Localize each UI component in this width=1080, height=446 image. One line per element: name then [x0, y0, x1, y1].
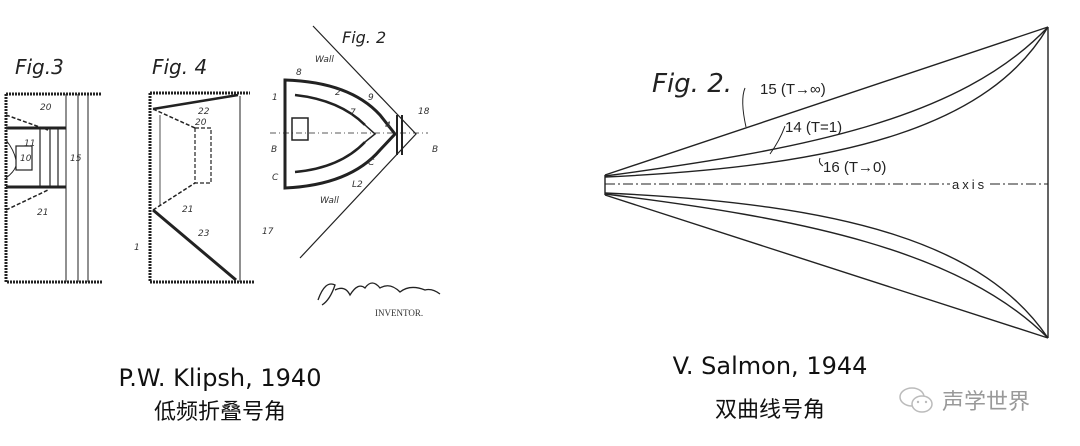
svg-text:23: 23 — [198, 229, 210, 239]
curve-14-lower — [604, 193, 1049, 339]
curve-15-lower — [604, 194, 1049, 339]
svg-text:21: 21 — [182, 205, 193, 215]
curve-15-upper — [604, 26, 1049, 176]
wall-label-top: Wall — [315, 55, 334, 65]
fig3-label: Fig.3 — [15, 55, 64, 79]
wall-label-bottom: Wall — [320, 196, 339, 206]
fig4-label: Fig. 4 — [152, 55, 207, 79]
svg-text:1: 1 — [134, 243, 140, 253]
axis-label: axis — [952, 177, 987, 192]
klipsch-caption-name: P.W. Klipsh, 1940 — [118, 364, 322, 392]
fig4-drawing: Fig. 4 22 20 21 23 17 1 — [134, 55, 274, 284]
salmon-horn-drawing: Fig. 2. 15 (T→∞) 14 (T=1) 16 (T→0) axis — [604, 26, 1049, 339]
svg-text:21: 21 — [37, 208, 48, 218]
watermark-text: 声学世界 — [942, 390, 1031, 415]
curve-16-lower — [604, 192, 1049, 339]
svg-text:17: 17 — [262, 227, 274, 237]
salmon-caption: V. Salmon, 1944 双曲线号角 — [650, 352, 890, 424]
svg-text:1: 1 — [272, 93, 278, 103]
curve-14-label: 14 (T=1) — [785, 119, 842, 136]
svg-text:C: C — [272, 173, 279, 183]
watermark: 声学世界 — [898, 384, 1030, 416]
svg-text:B: B — [432, 145, 438, 155]
curve-14-upper — [604, 26, 1049, 177]
curve-16-label: 16 (T→0) — [823, 159, 886, 176]
salmon-fig-label: Fig. 2. — [652, 69, 732, 99]
svg-text:20: 20 — [40, 103, 52, 113]
klipsch-fig2-label: Fig. 2 — [342, 28, 386, 47]
klipsch-caption: P.W. Klipsh, 1940 低频折叠号角 — [110, 364, 330, 426]
svg-text:L2: L2 — [352, 180, 363, 190]
svg-text:11: 11 — [24, 139, 35, 149]
svg-text:18: 18 — [418, 107, 430, 117]
curve-15-label: 15 (T→∞) — [760, 81, 826, 98]
fig3-drawing: Fig.3 20 11 10 15 21 — [4, 55, 103, 284]
svg-text:B: B — [271, 145, 277, 155]
svg-text:8: 8 — [296, 68, 302, 78]
svg-text:9: 9 — [368, 93, 374, 103]
svg-text:4: 4 — [385, 121, 391, 131]
inventor-signature: INVENTOR. — [317, 282, 441, 318]
svg-text:10: 10 — [20, 154, 32, 164]
svg-text:20: 20 — [195, 118, 207, 128]
svg-text:2: 2 — [335, 88, 341, 98]
svg-text:7: 7 — [350, 108, 356, 118]
salmon-caption-name: V. Salmon, 1944 — [672, 352, 868, 380]
svg-text:22: 22 — [198, 107, 210, 117]
salmon-caption-desc: 双曲线号角 — [714, 398, 825, 423]
klipsch-fig2-drawing: Fig. 2 Wall Wall 8 2 9 1 4 18 7 L2 B B C… — [270, 25, 438, 259]
inventor-label: INVENTOR. — [375, 308, 423, 318]
curve-16-upper — [604, 26, 1049, 178]
svg-text:15: 15 — [70, 154, 82, 164]
svg-text:C: C — [368, 158, 375, 168]
wechat-icon — [899, 387, 933, 413]
klipsch-caption-desc: 低频折叠号角 — [153, 400, 286, 425]
